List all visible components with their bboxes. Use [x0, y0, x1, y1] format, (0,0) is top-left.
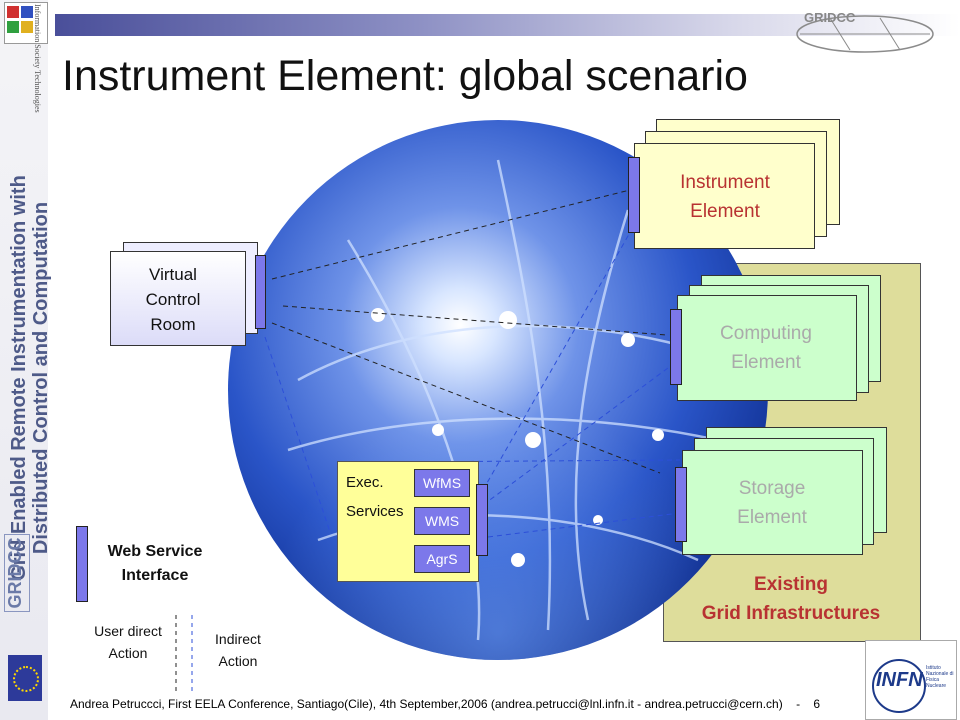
exec-services-label: Exec. Services [346, 468, 404, 526]
gridcc-header-logo-text: GRIDCC [804, 10, 856, 25]
virtual-control-room-label: Virtual Control Room [114, 262, 232, 337]
gridcc-header-logo: GRIDCC [790, 4, 940, 56]
storage-element-card [682, 450, 863, 555]
computing-element-label: Computing Element [686, 319, 846, 377]
legend-indirect-label-line2: Action [218, 653, 258, 669]
legend-user-direct-label-line1: User direct [94, 623, 162, 639]
legend-web-service-label-line1: Web Service [107, 543, 203, 560]
legend-user-direct-label-line2: Action [108, 645, 148, 661]
instrument-element-interface-tab [628, 157, 640, 233]
virtual-control-room-label-line2: Control [145, 290, 201, 309]
legend-user-direct-label: User direct Action [76, 620, 180, 664]
infn-logo: INFN Istituto Nazionale di Fisica Nuclea… [865, 640, 957, 720]
legend-indirect-label-line1: Indirect [215, 631, 261, 647]
exec-services-label-line2: Services [346, 503, 404, 520]
infn-logo-subtitle: Istituto Nazionale di Fisica Nucleare [926, 665, 954, 689]
agrs-service: AgrS [414, 545, 470, 573]
storage-element-label-line1: Storage [738, 478, 806, 499]
instrument-element-label-line2: Element [690, 201, 760, 222]
wms-service: WMS [414, 507, 470, 535]
virtual-control-room-card [110, 251, 246, 346]
instrument-element-label-line1: Instrument [680, 172, 770, 193]
existing-grid-label-line2: Grid Infrastructures [701, 603, 881, 624]
storage-element-interface-tab [675, 467, 687, 542]
page-title: Instrument Element: global scenario [62, 52, 748, 100]
footer-citation: Andrea Petruccci, First EELA Conference,… [70, 697, 783, 711]
storage-element-label-line2: Element [737, 507, 807, 528]
storage-element-label: Storage Element [692, 474, 852, 532]
virtual-control-room-label-line1: Virtual [149, 265, 197, 284]
instrument-element-card [634, 143, 815, 249]
existing-grid-label-line1: Existing [754, 574, 828, 595]
legend-indirect-label: Indirect Action [196, 628, 280, 672]
exec-services-label-line1: Exec. [346, 474, 384, 491]
legend-interface-tab [76, 526, 88, 602]
footer-citation-row: Andrea Petruccci, First EELA Conference,… [70, 697, 820, 711]
virtual-control-room-label-line3: Room [150, 315, 196, 334]
computing-element-interface-tab [670, 309, 682, 385]
page-number: 6 [813, 697, 821, 711]
legend-web-service-label-line2: Interface [121, 567, 189, 584]
computing-element-card [677, 295, 857, 401]
header-banner [55, 14, 960, 36]
computing-element-label-line1: Computing [720, 323, 812, 344]
legend-web-service-label: Web Service Interface [92, 540, 218, 588]
virtual-control-room-interface-tab [255, 255, 266, 329]
eu-flag-logo [8, 655, 42, 701]
infn-logo-text: INFN [876, 669, 923, 691]
sidebar [0, 0, 48, 720]
existing-grid-label: Existing Grid Infrastructures [663, 570, 919, 628]
wfms-service: WfMS [414, 469, 470, 497]
exec-services-interface-tab [476, 484, 488, 556]
footer-separator: - [796, 697, 801, 711]
computing-element-label-line2: Element [731, 352, 801, 373]
instrument-element-label: Instrument Element [645, 168, 805, 226]
ist-logo [4, 2, 48, 44]
